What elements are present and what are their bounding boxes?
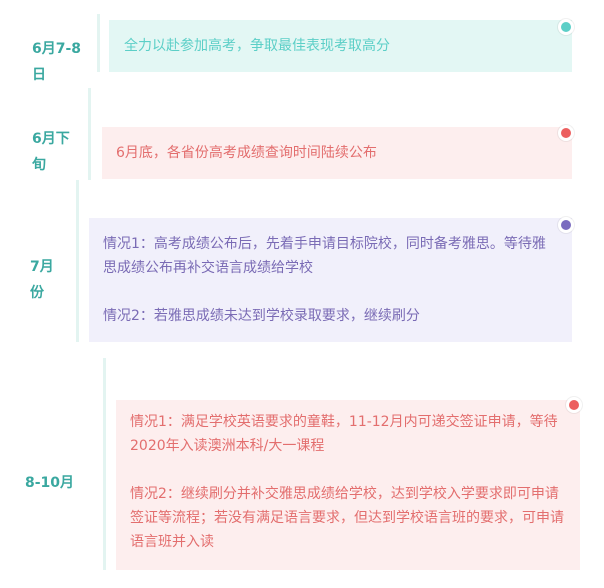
timeline-line-4: [103, 358, 106, 570]
timeline-date-4: 8-10月: [25, 475, 75, 491]
timeline-card-3: 情况1：高考成绩公布后，先着手申请目标院校，同时备考雅思。等待雅思成绩公布再补交…: [89, 218, 572, 342]
timeline-dot-4: [569, 400, 579, 410]
timeline-dot-3: [561, 220, 571, 230]
timeline-card-1: 全力以赴参加高考，争取最佳表现考取高分: [109, 20, 572, 72]
timeline-card-2: 6月底，各省份高考成绩查询时间陆续公布: [102, 127, 572, 179]
timeline-text-4a: 情况1：满足学校英语要求的童鞋，11-12月内可递交签证申请，等待2020年入读…: [130, 414, 558, 454]
timeline-line-1: [97, 14, 100, 72]
timeline-date-2: 6月下旬: [32, 131, 70, 173]
timeline-text-1: 全力以赴参加高考，争取最佳表现考取高分: [124, 38, 390, 54]
timeline-line-2: [88, 88, 91, 180]
timeline-line-3: [76, 180, 79, 342]
timeline-date-1: 6月7-8日: [32, 41, 82, 83]
timeline-text-4b: 情况2：继续刷分并补交雅思成绩给学校，达到学校入学要求即可申请签证等流程；若没有…: [130, 486, 564, 550]
timeline-text-3b: 情况2：若雅思成绩未达到学校录取要求，继续刷分: [103, 308, 420, 324]
timeline-text-3a: 情况1：高考成绩公布后，先着手申请目标院校，同时备考雅思。等待雅思成绩公布再补交…: [103, 236, 546, 276]
timeline-dot-1: [561, 22, 571, 32]
timeline-text-2: 6月底，各省份高考成绩查询时间陆续公布: [116, 145, 377, 161]
timeline-card-4: 情况1：满足学校英语要求的童鞋，11-12月内可递交签证申请，等待2020年入读…: [116, 400, 580, 570]
timeline-date-3: 7月份: [30, 259, 54, 301]
timeline-dot-2: [561, 128, 571, 138]
